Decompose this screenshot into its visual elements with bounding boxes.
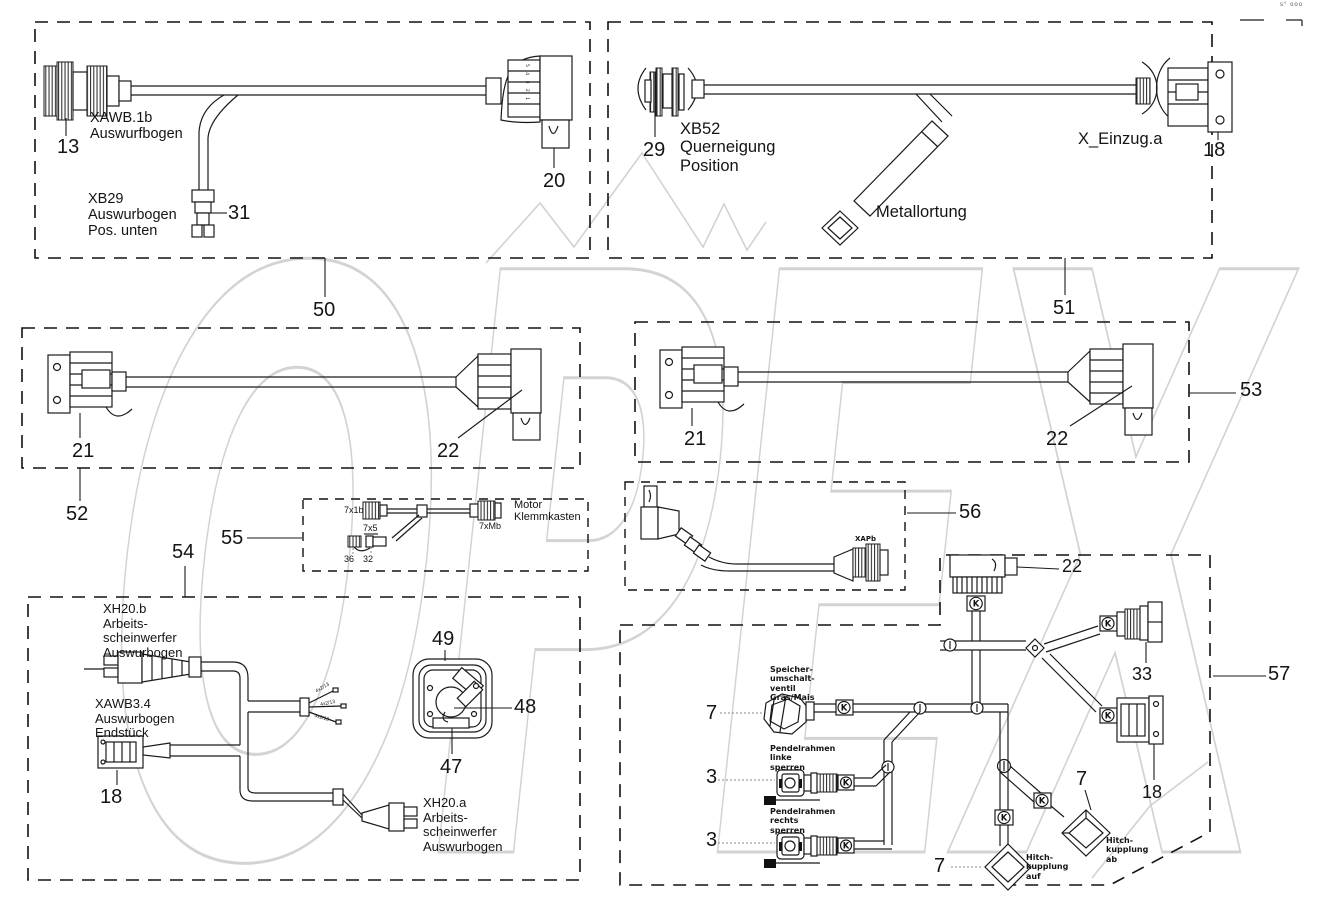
panel53-leaders [691, 385, 1133, 427]
clamp-k: K [1099, 615, 1118, 632]
clamp-k: K [966, 595, 986, 612]
frame-50 [34, 21, 591, 259]
item-number-18: 18 [1142, 782, 1163, 802]
item-number-7: 7 [706, 702, 718, 724]
label-hitch-auf: Hitch- kupplung auf [1026, 853, 1069, 881]
clamp-k: K [837, 774, 855, 791]
hydraulic-harness-57: K K K K [718, 554, 1164, 891]
pin-numbers: 5 4 3 2 1 [524, 64, 530, 102]
connector-name-7xmb: 7xMb [479, 521, 502, 531]
item-number-48: 48 [514, 696, 537, 718]
cable-assembly-51 [637, 57, 1233, 246]
dashed-frames [21, 19, 1303, 886]
item-number-22: 22 [437, 440, 460, 462]
clamp-k: K [1033, 792, 1052, 809]
label-pendelrahmen-rechts: Pendelrahmen rechts sperren [770, 807, 836, 835]
item-number-18: 18 [100, 786, 123, 808]
ref-number-53: 53 [1240, 379, 1263, 401]
frame-52 [21, 327, 581, 469]
item-number-36: 36 [344, 554, 355, 564]
item-number-32: 32 [363, 554, 374, 564]
svg-text:K: K [1001, 814, 1008, 824]
svg-text:K: K [973, 600, 980, 610]
item-number-20: 20 [543, 170, 566, 192]
item-number-22: 22 [1062, 556, 1083, 576]
ref-number-52: 52 [66, 503, 89, 525]
ref-number-50: 50 [313, 299, 336, 321]
connector-name-xh20a: XH20.a Arbeits- scheinwerfer Auswurbogen [423, 795, 503, 854]
svg-text:K: K [841, 704, 848, 714]
cable-assembly-50: 5 4 3 2 1 [43, 55, 573, 238]
connector-name-x-einzug-a: X_Einzug.a [1078, 130, 1163, 148]
ref-number-57: 57 [1268, 663, 1291, 685]
item-number-47: 47 [440, 756, 463, 778]
clamp-k: K [835, 699, 854, 716]
item-number-21: 21 [72, 440, 95, 462]
connector-name-xh20b: XH20.b Arbeits- scheinwerfer Auswurbogen [103, 601, 183, 660]
item-number-3: 3 [706, 766, 718, 788]
ref-number-55: 55 [221, 527, 244, 549]
motor-jumper-cable-55 [347, 500, 502, 555]
connector-name-7x5: 7x5 [363, 523, 378, 533]
clamp-k: K [837, 837, 855, 854]
panel52-leaders [79, 389, 523, 439]
svg-text:K: K [1105, 712, 1112, 722]
connector-name-7x1b: 7x1b [344, 505, 364, 515]
ref-number-56: 56 [959, 501, 982, 523]
item-number-21: 21 [684, 428, 707, 450]
item-number-33: 33 [1132, 664, 1153, 684]
clamp-k: K [1099, 707, 1118, 724]
frame-51 [607, 21, 1213, 259]
item-number-29: 29 [643, 139, 666, 161]
connector-name-xb29: XB29 Auswurbogen Pos. unten [88, 191, 177, 240]
ref-leaders [79, 258, 1266, 677]
label-motor-klemmkasten: Motor Klemmkasten [514, 499, 581, 524]
connector-name-xawb1b: XAWB.1b Auswurfbogen [90, 110, 183, 143]
item-number-31: 31 [228, 202, 251, 224]
ref-number-54: 54 [172, 541, 195, 563]
connector-name-xb52: XB52 Querneigung Position [680, 120, 776, 175]
watermark-text: OPEX [56, 109, 1326, 901]
ref-number-51: 51 [1053, 297, 1076, 319]
item-number-3: 3 [706, 829, 718, 851]
frame-55 [302, 498, 589, 572]
label-pendelrahmen-links: Pendelrahmen linke sperren [770, 744, 836, 772]
frame-54 [27, 596, 581, 881]
worklight-harness-54 [84, 650, 512, 832]
item-number-22: 22 [1046, 428, 1069, 450]
clamp-k: K [994, 809, 1014, 826]
svg-text:K: K [1105, 620, 1112, 630]
label-speicher-ventil: Speicher- umschalt- ventil Gras/Mais [770, 665, 815, 703]
svg-text:K: K [843, 842, 850, 852]
frame-56 [624, 481, 906, 591]
item-number-49: 49 [432, 628, 455, 650]
corner-mark: s° ooo [1280, 2, 1304, 8]
frame-53 [634, 321, 1190, 463]
svg-text:K: K [1039, 797, 1046, 807]
label-metallortung: Metallortung [876, 203, 967, 221]
connector-name-xapb: XAPb [855, 535, 876, 543]
item-number-13: 13 [57, 136, 80, 158]
adapter-cable-56 [640, 485, 889, 582]
cable-assembly-21-22 [47, 348, 542, 441]
opex-watermark: OPEX [54, 108, 1326, 901]
item-number-18: 18 [1203, 139, 1226, 161]
item-number-7: 7 [934, 855, 946, 877]
frame-57 [619, 554, 1211, 886]
item-number-7: 7 [1076, 768, 1088, 790]
svg-text:K: K [843, 779, 850, 789]
valve-connector-right: K [764, 832, 855, 868]
connector-name-xawb34: XAWB3.4 Auswurbogen Endstück [95, 696, 175, 741]
valve-connector-left: K [764, 769, 855, 805]
label-hitch-ab: Hitch- kupplung ab [1106, 836, 1149, 864]
